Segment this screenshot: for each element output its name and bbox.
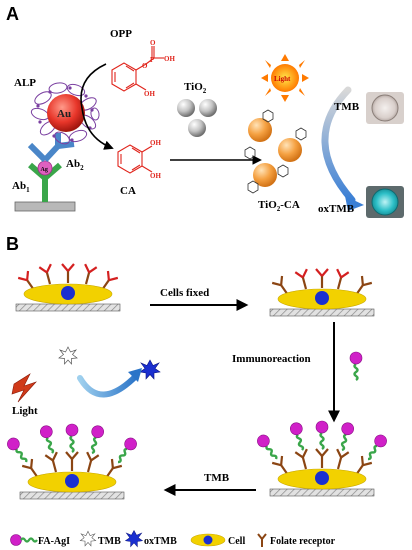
legend-tmb-label: TMB	[98, 536, 121, 547]
au-nanoparticle	[47, 94, 85, 132]
cells-fixed-label: Cells fixed	[160, 287, 209, 299]
panel-a: A Ag Ab1 Ab2	[6, 4, 404, 218]
ag-label: Ag	[41, 167, 48, 173]
tmb-arrow-label: TMB	[204, 472, 230, 484]
immuno-stack: Ag Ab1 Ab2	[12, 133, 84, 212]
opp-oh-label: OH	[164, 55, 175, 63]
legend-fa-agi-icon	[10, 534, 38, 546]
substrate-plate	[14, 201, 76, 212]
au-label: Au	[57, 108, 71, 120]
legend-oxtmb-label: oxTMB	[144, 536, 177, 547]
opp-oh2-label: OH	[144, 90, 155, 98]
oxtmb-label-a: oxTMB	[318, 203, 355, 215]
tmb-label-a: TMB	[334, 101, 360, 113]
alp-enzyme	[30, 82, 100, 145]
legend-folate-icon	[257, 533, 267, 547]
sun-icon	[261, 54, 309, 102]
tio2-ca-spheres	[244, 109, 307, 194]
light-conversion-arrow	[77, 373, 139, 398]
ab2-label: Ab2	[66, 158, 84, 172]
tio2-ca-label: TiO2-CA	[258, 199, 300, 213]
ab1-antibody	[28, 162, 62, 202]
cell-unfixed	[15, 262, 121, 312]
opp-o-label: O	[142, 62, 148, 70]
ag-antigen	[37, 160, 53, 176]
tmb-oxidation-arrowhead	[345, 196, 364, 211]
opp-label: OPP	[110, 28, 132, 40]
opp-o2-label: O	[150, 39, 156, 47]
ca-oh2-label: OH	[150, 172, 161, 180]
legend: FA-AgI TMB oxTMB Cell Folate receptor	[10, 530, 336, 547]
tmb-oxidation-arrow	[321, 86, 356, 204]
tio2-spheres	[177, 99, 217, 137]
light-conversion-arrowhead	[128, 368, 142, 382]
legend-oxtmb-icon	[125, 530, 143, 547]
opp-p-label: P	[150, 56, 155, 64]
panel-label-b: B	[6, 234, 19, 254]
ca-molecule	[117, 144, 153, 174]
light-label-b: Light	[12, 405, 38, 417]
ca-label: CA	[120, 185, 136, 197]
tio2-label: TiO2	[184, 81, 207, 95]
ca-oh1-label: OH	[150, 139, 161, 147]
ab1-label: Ab1	[12, 180, 30, 194]
curved-arrow	[80, 63, 114, 150]
legend-folate-label: Folate receptor	[270, 536, 336, 547]
cell-fixed	[269, 267, 375, 317]
cell-signal	[3, 422, 141, 500]
legend-fa-agi-label: FA-AgI	[38, 536, 70, 547]
panel-b: B Cells fixed Immunoreaction	[3, 234, 391, 547]
tmb-star-icon	[58, 346, 78, 365]
opp-molecule	[111, 46, 164, 92]
ab2-antibody	[27, 133, 75, 163]
lightning-icon	[11, 373, 37, 403]
legend-cell-label: Cell	[228, 536, 245, 547]
cell-bound	[253, 419, 391, 497]
legend-tmb-icon	[80, 531, 96, 547]
immunoreaction-label: Immunoreaction	[232, 353, 311, 365]
sun-light-label: Light	[274, 75, 291, 83]
oxtmb-star-icon	[139, 359, 161, 380]
probe-free	[348, 350, 364, 382]
panel-label-a: A	[6, 4, 19, 24]
legend-cell-icon	[190, 533, 226, 547]
alp-label: ALP	[14, 77, 36, 89]
